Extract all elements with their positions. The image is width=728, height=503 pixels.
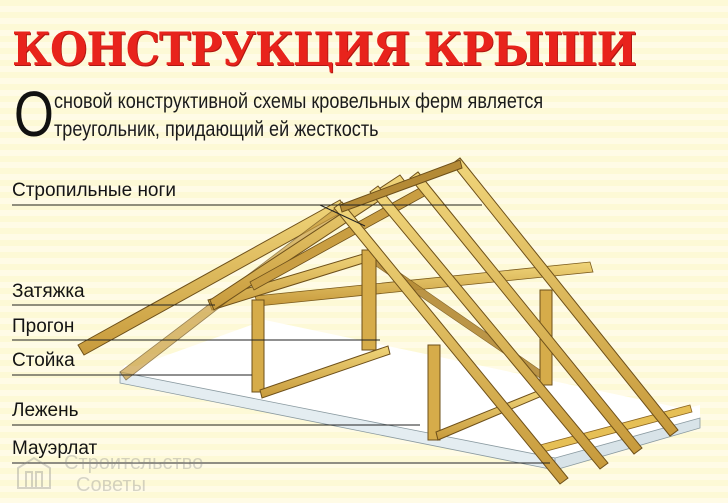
rafters xyxy=(209,157,679,485)
watermark-line-1: Строительство xyxy=(64,452,204,474)
label-wall-plate: Мауэрлат xyxy=(12,438,98,459)
label-sill: Лежень xyxy=(12,400,79,421)
house-logo-icon xyxy=(17,456,51,489)
label-rafters: Стропильные ноги xyxy=(12,180,177,201)
page-title: КОНСТРУКЦИЯ КРЫШИ xyxy=(12,22,637,76)
watermark-line-2: Советы xyxy=(76,474,146,496)
dropcap: О xyxy=(14,78,54,150)
subtitle-line-1: сновой конструктивной схемы кровельных ф… xyxy=(54,90,544,113)
label-tie-beam: Затяжка xyxy=(12,281,85,302)
leader-lines xyxy=(12,204,550,464)
floor-slab xyxy=(119,320,701,471)
label-purlin: Прогон xyxy=(12,316,75,337)
label-post: Стойка xyxy=(12,350,75,371)
subtitle-line-2: треугольник, придающий ей жесткость xyxy=(54,118,379,141)
